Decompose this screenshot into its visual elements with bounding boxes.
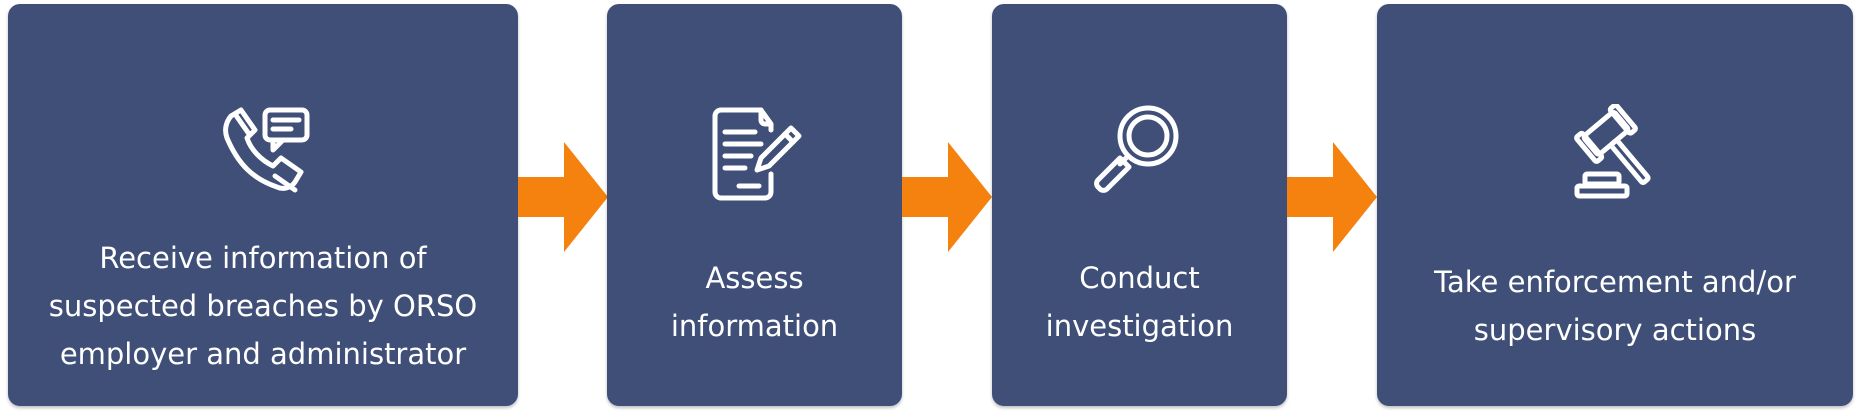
step-2-label: Assess information [607,254,902,350]
step-4-box: Take enforcement and/or supervisory acti… [1377,4,1853,406]
step-3-label: Conduct investigation [992,254,1287,350]
step-3-box: Conduct investigation [992,4,1287,406]
arrow-2 [902,142,992,252]
step-4-line-2: supervisory actions [1473,313,1757,347]
step-1-label: Receive information of suspected breache… [8,234,518,378]
step-2-line-2: information [670,309,839,343]
arrow-3 [1287,142,1377,252]
step-1-line-2: suspected breaches by ORSO [48,289,478,323]
step-3-line-1: Conduct [1079,261,1200,295]
phone-message-icon [223,107,310,193]
step-1-line-3: employer and administrator [59,337,467,371]
step-1-box: Receive information of suspected breache… [8,4,518,406]
magnifier-icon [1093,105,1178,193]
arrow-1 [518,142,608,252]
step-3-line-2: investigation [1045,309,1234,343]
document-pen-icon [712,107,801,201]
step-2-box: Assess information [607,4,902,406]
step-4-line-1: Take enforcement and/or [1434,265,1796,299]
step-4-label: Take enforcement and/or supervisory acti… [1377,258,1853,354]
gavel-icon [1574,104,1651,199]
step-1-line-1: Receive information of [99,241,427,275]
step-2-line-1: Assess [705,261,804,295]
